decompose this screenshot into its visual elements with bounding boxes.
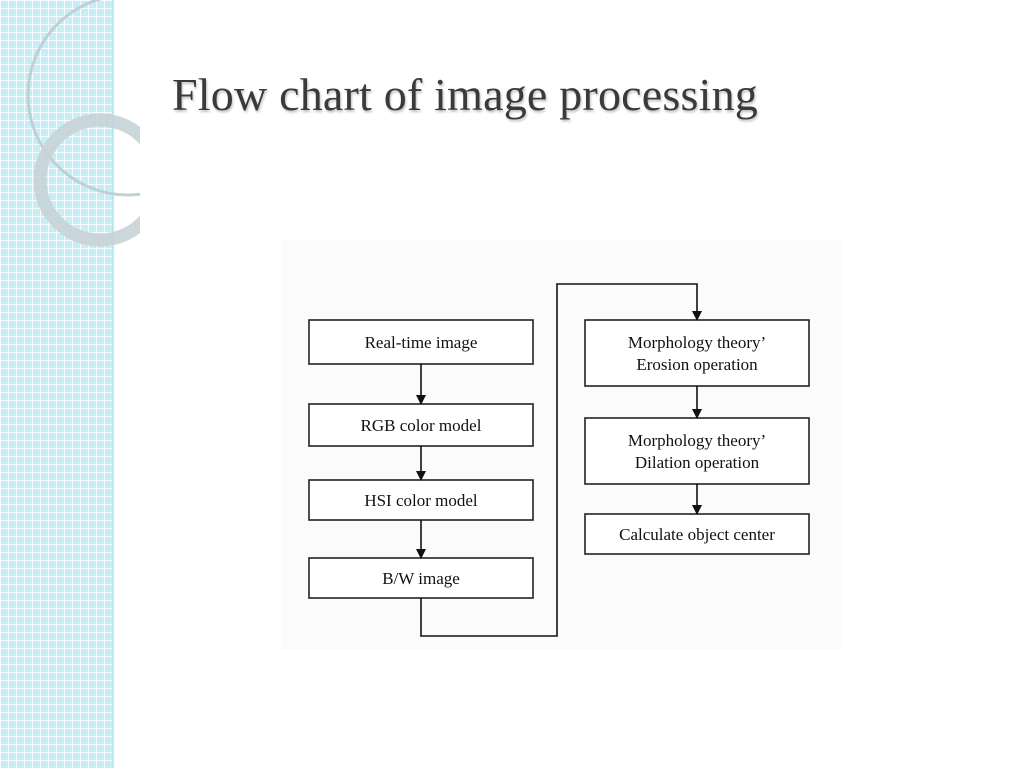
strip-edge-shadow [112,0,115,768]
flow-node-center: Calculate object center [584,513,810,555]
slide-title: Flow chart of image processing [172,69,758,120]
flow-box [308,479,534,521]
flow-node-label: Morphology theory’ [628,431,766,450]
decorative-grid-strip [0,0,112,768]
flow-box [308,403,534,447]
large-ring [26,0,140,197]
flow-box [584,417,810,485]
flow-node-bw: B/W image [308,557,534,599]
thick-ring [33,113,140,247]
decorative-rings [26,0,140,247]
flow-node-label: Calculate object center [619,525,775,544]
flow-node-realtime: Real-time image [308,319,534,365]
flow-node-label: Morphology theory’ [628,333,766,352]
flow-node-dilation: Morphology theory’ Dilation operation [584,417,810,485]
flow-box [584,319,810,387]
flow-node-label: HSI color model [364,491,478,510]
flow-node-label: Dilation operation [635,453,760,472]
flow-node-label: RGB color model [361,416,482,435]
flow-box [584,513,810,555]
flow-node-label: Real-time image [365,333,478,352]
flow-arrow-bw-to-erosion [420,283,702,637]
flow-box [308,557,534,599]
flow-node-hsi: HSI color model [308,479,534,521]
flow-node-rgb: RGB color model [308,403,534,447]
flow-node-erosion: Morphology theory’ Erosion operation [584,319,810,387]
flow-node-label: B/W image [382,569,460,588]
flow-node-label: Erosion operation [636,355,758,374]
